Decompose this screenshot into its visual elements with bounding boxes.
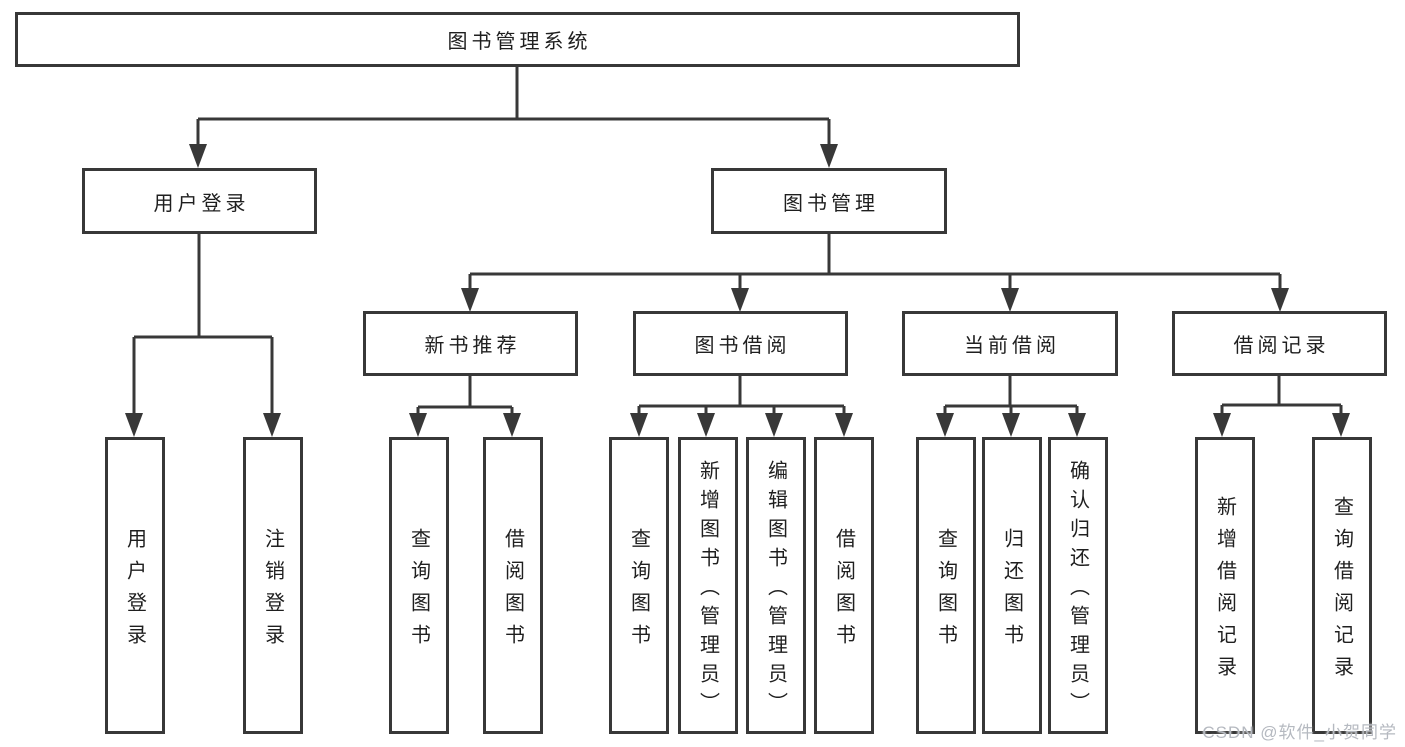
leaf-confirm-return-admin: 确认归还（管理员）: [1048, 437, 1108, 734]
leaf-borrow-book-2: 借阅图书: [814, 437, 874, 734]
leaf-query-book-2: 查询图书: [609, 437, 669, 734]
arrowheads: [125, 144, 1350, 437]
leaf-add-borrow-record: 新增借阅记录: [1195, 437, 1255, 734]
node-new-book-recommend: 新书推荐: [363, 311, 578, 376]
node-borrow-records: 借阅记录: [1172, 311, 1387, 376]
leaf-query-book-1: 查询图书: [389, 437, 449, 734]
leaf-user-login: 用户登录: [105, 437, 165, 734]
leaf-borrow-book-1: 借阅图书: [483, 437, 543, 734]
node-book-management: 图书管理: [711, 168, 947, 234]
leaf-logout: 注销登录: [243, 437, 303, 734]
leaf-add-book-admin: 新增图书（管理员）: [678, 437, 738, 734]
node-root: 图书管理系统: [15, 12, 1020, 67]
node-user-login: 用户登录: [82, 168, 317, 234]
csdn-watermark: CSDN @软件_小贺同学: [1202, 723, 1397, 742]
node-current-borrow: 当前借阅: [902, 311, 1118, 376]
leaf-query-borrow-record: 查询借阅记录: [1312, 437, 1372, 734]
leaf-query-book-3: 查询图书: [916, 437, 976, 734]
leaf-return-book: 归还图书: [982, 437, 1042, 734]
node-book-borrow: 图书借阅: [633, 311, 848, 376]
leaf-edit-book-admin: 编辑图书（管理员）: [746, 437, 806, 734]
